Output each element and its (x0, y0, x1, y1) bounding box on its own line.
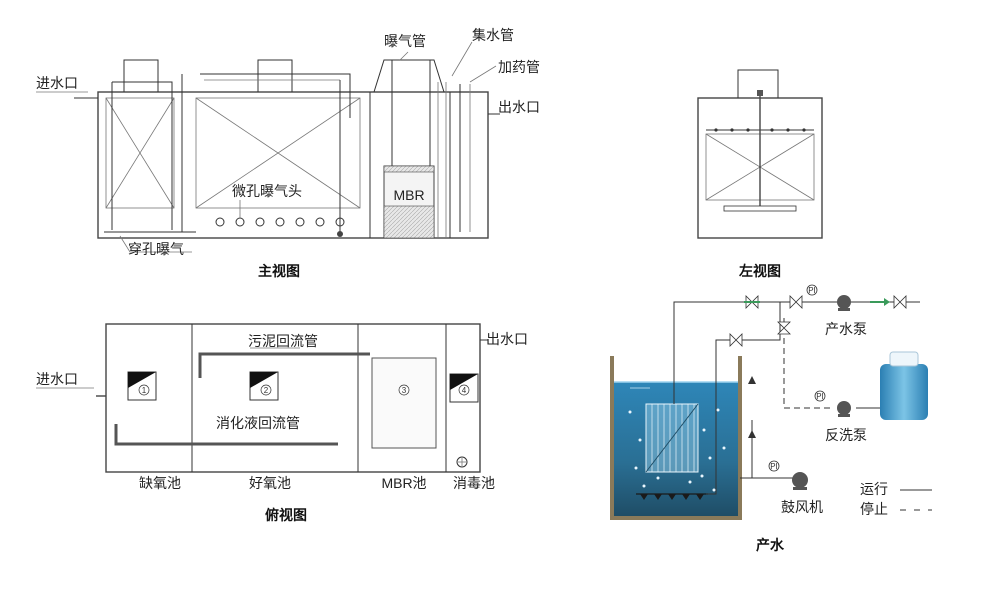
legend-running-label: 运行 (860, 481, 888, 497)
sludge-return-pipe (198, 352, 370, 378)
product-pump-label: 产水泵 (825, 321, 867, 337)
process-diffusers (640, 494, 704, 500)
front-inlet-pipe (111, 81, 173, 230)
mbr-label: MBR (393, 187, 424, 203)
svg-text:3: 3 (402, 386, 407, 395)
svg-text:2: 2 (264, 386, 269, 395)
left-view-caption: 左视图 (738, 263, 781, 279)
front-view: MBR 进水口 曝气管 集水管 加药管 出水口 微孔曝气头 穿孔曝气 主视图 (36, 27, 540, 279)
tank-numbers: 1 2 3 4 (138, 384, 470, 396)
outlet-label: 出水口 (498, 99, 540, 115)
tank-name-disinfect: 消毒池 (453, 475, 495, 491)
anoxic-frame (105, 97, 175, 209)
top-outlet-label: 出水口 (486, 331, 528, 347)
svg-text:PI: PI (808, 286, 816, 295)
backwash-pump-icon (837, 401, 851, 417)
blower-icon (792, 472, 808, 490)
process-bubbles (628, 408, 726, 492)
product-pump-icon (837, 295, 851, 311)
nitrate-return-pipe (114, 424, 338, 446)
sludge-return-label: 污泥回流管 (248, 333, 318, 349)
left-view: 左视图 (697, 69, 823, 279)
mbr-hopper (373, 59, 445, 93)
aeration-pipe-label: 曝气管 (384, 33, 426, 49)
front-tank-outline (97, 91, 489, 239)
tank-name-anoxic: 缺氧池 (139, 475, 181, 491)
front-return-pipe (200, 73, 351, 118)
tank-name-aerobic: 好氧池 (249, 475, 291, 491)
micro-aerator-label: 微孔曝气头 (232, 183, 302, 199)
top-inlet-label: 进水口 (36, 371, 78, 387)
left-manhole (737, 69, 779, 98)
front-view-caption: 主视图 (258, 263, 300, 279)
tank-name-mbr: MBR池 (381, 475, 426, 491)
air-pipe-loop (706, 302, 781, 495)
backwash-tank (880, 351, 928, 420)
blower-label: 鼓风机 (781, 499, 823, 515)
left-diffuser (723, 205, 797, 212)
front-valve (337, 231, 343, 237)
manhole-1 (123, 59, 159, 92)
backwash-pump-label: 反洗泵 (825, 427, 867, 443)
svg-text:PI: PI (816, 392, 824, 401)
legend-stopped-label: 停止 (860, 501, 888, 517)
manhole-2 (257, 59, 293, 92)
collect-pipe (437, 82, 447, 238)
process-tank-wall (610, 356, 742, 520)
micro-aerators (215, 217, 345, 227)
backwash-pipe (783, 318, 832, 409)
svg-text:4: 4 (462, 386, 467, 395)
process-caption: 产水 (756, 537, 785, 553)
top-mbr-block (371, 357, 437, 449)
perforated-aeration-label: 穿孔曝气 (128, 241, 184, 257)
inlet-label: 进水口 (36, 75, 78, 91)
nitrate-return-label: 消化液回流管 (216, 415, 300, 431)
aerobic-frame (195, 97, 361, 209)
top-tank-outline (105, 323, 481, 473)
svg-text:PI: PI (770, 462, 778, 471)
svg-text:1: 1 (142, 386, 147, 395)
top-view-caption: 俯视图 (265, 507, 307, 523)
dosing-pipe-label: 加药管 (498, 59, 540, 75)
valve-icons (729, 295, 907, 347)
flow-arrows (744, 298, 890, 306)
top-view: 1 2 3 4 进水口 出水口 污泥回流管 消化液回流管 缺氧池 好氧池 MBR… (36, 323, 528, 523)
pressure-gauge-icons: PI PI PI (768, 284, 826, 472)
collect-pipe-label: 集水管 (472, 27, 514, 43)
process-view: PI PI PI 产水泵 反洗泵 鼓风机 运行 停止 产水 (610, 284, 932, 553)
